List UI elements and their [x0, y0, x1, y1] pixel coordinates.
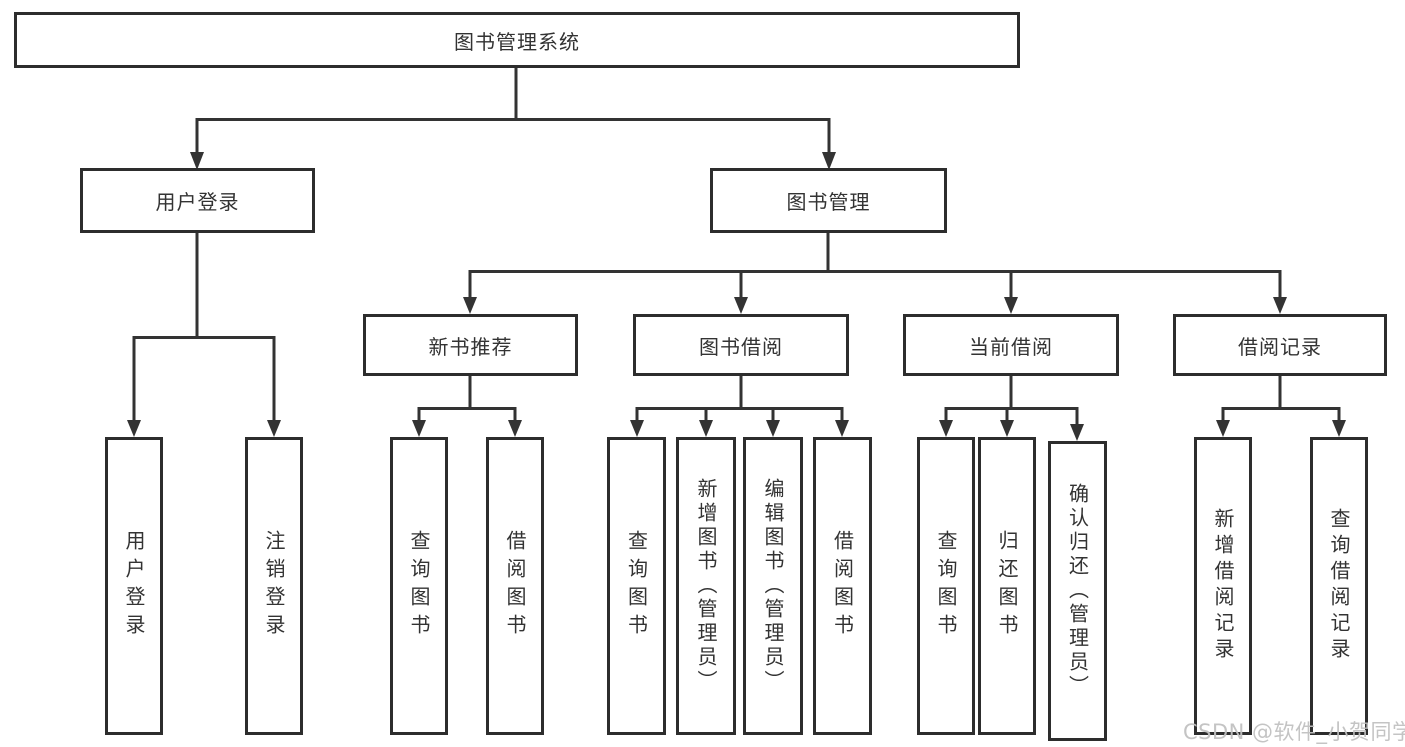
node-current-borrowing: 当前借阅	[903, 314, 1119, 376]
leaf-query-books-recommend-label: 查询图书	[407, 530, 431, 642]
node-new-book-recommend-label: 新书推荐	[428, 334, 513, 359]
node-book-management: 图书管理	[710, 168, 947, 233]
leaf-query-books-recommend: 查询图书	[390, 437, 448, 735]
leaf-borrow-books-borrowing: 借阅图书	[813, 437, 872, 735]
leaf-query-books-borrowing-label: 查询图书	[624, 530, 649, 642]
node-user-login: 用户登录	[80, 168, 315, 233]
node-user-login-label: 用户登录	[155, 190, 240, 214]
node-new-book-recommend: 新书推荐	[363, 314, 578, 376]
leaf-confirm-return-admin: 确认归还（管理员）	[1048, 441, 1107, 741]
leaf-add-borrow-record: 新增借阅记录	[1194, 437, 1252, 735]
leaf-user-login: 用户登录	[105, 437, 163, 735]
node-borrowing-records: 借阅记录	[1173, 314, 1387, 376]
leaf-edit-books-admin: 编辑图书（管理员）	[743, 437, 803, 735]
leaf-query-books-current-label: 查询图书	[934, 530, 958, 642]
leaf-add-borrow-record-label: 新增借阅记录	[1211, 508, 1235, 664]
leaf-query-books-current: 查询图书	[917, 437, 975, 735]
leaf-borrow-books-recommend: 借阅图书	[486, 437, 544, 735]
node-current-borrowing-label: 当前借阅	[969, 334, 1053, 359]
node-book-borrowing-label: 图书借阅	[699, 334, 783, 359]
node-root-label: 图书管理系统	[454, 29, 580, 54]
leaf-logout: 注销登录	[245, 437, 303, 735]
node-borrowing-records-label: 借阅记录	[1238, 334, 1322, 359]
leaf-return-books: 归还图书	[978, 437, 1036, 735]
arrowheads	[127, 152, 1346, 441]
leaf-query-borrow-record: 查询借阅记录	[1310, 437, 1368, 735]
leaf-confirm-return-admin-label: 确认归还（管理员）	[1065, 483, 1090, 699]
leaf-user-login-label: 用户登录	[122, 530, 146, 642]
leaf-borrow-books-borrowing-label: 借阅图书	[830, 530, 855, 642]
leaf-logout-label: 注销登录	[262, 530, 286, 642]
leaf-add-books-admin-label: 新增图书（管理员）	[694, 478, 718, 694]
leaf-query-books-borrowing: 查询图书	[607, 437, 666, 735]
leaf-add-books-admin: 新增图书（管理员）	[676, 437, 736, 735]
node-root: 图书管理系统	[14, 12, 1020, 68]
leaf-return-books-label: 归还图书	[995, 530, 1019, 642]
leaf-edit-books-admin-label: 编辑图书（管理员）	[761, 478, 785, 694]
leaf-borrow-books-recommend-label: 借阅图书	[503, 530, 527, 642]
node-book-borrowing: 图书借阅	[633, 314, 849, 376]
node-book-management-label: 图书管理	[786, 190, 871, 214]
watermark: CSDN @软件_小贺同学	[1183, 720, 1405, 744]
leaf-query-borrow-record-label: 查询借阅记录	[1327, 508, 1351, 664]
